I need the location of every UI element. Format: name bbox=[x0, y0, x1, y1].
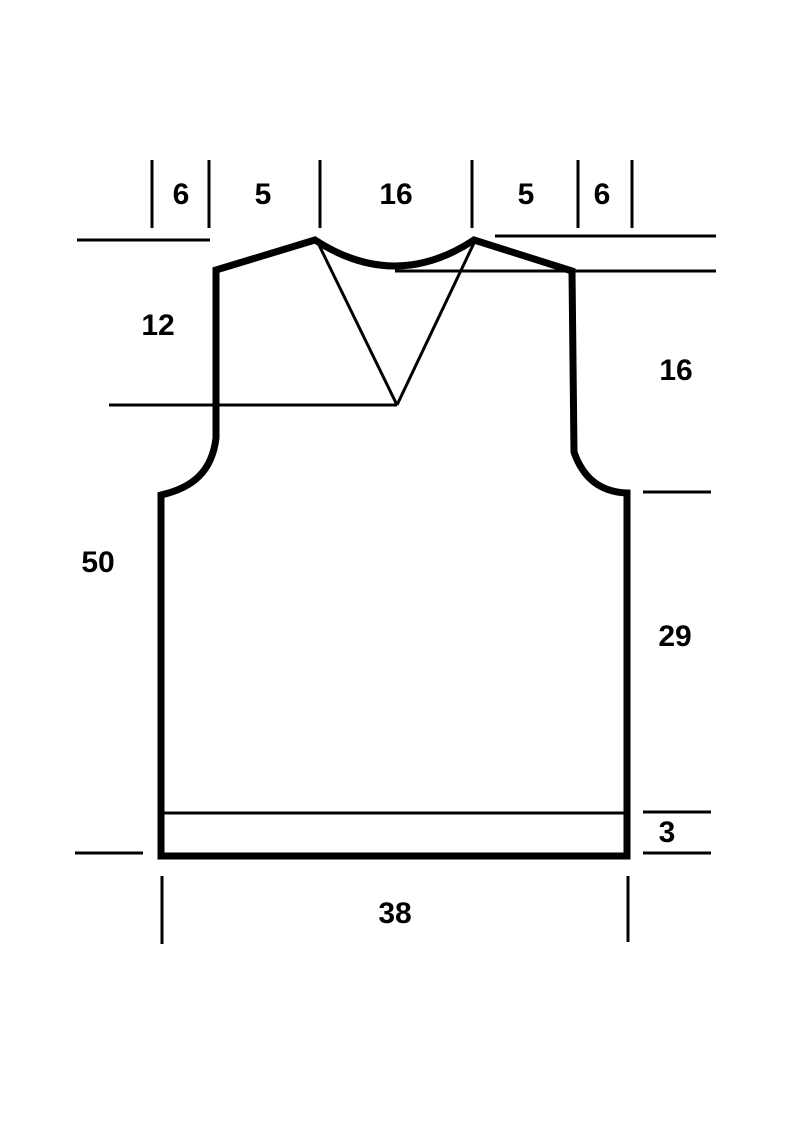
label-shoulder-right-inner: 5 bbox=[518, 178, 535, 211]
label-shoulder-right-outer: 6 bbox=[594, 178, 611, 211]
v-neck-left-line bbox=[316, 242, 399, 406]
label-shoulder-left-outer: 6 bbox=[173, 178, 190, 211]
label-neck-depth: 12 bbox=[141, 309, 174, 342]
label-armhole-height: 16 bbox=[659, 354, 692, 387]
label-total-length: 50 bbox=[81, 546, 114, 579]
vest-outline bbox=[157, 236, 631, 860]
label-side-length: 29 bbox=[658, 620, 691, 653]
label-shoulder-left-inner: 5 bbox=[255, 178, 272, 211]
label-width: 38 bbox=[378, 897, 411, 930]
label-rib-height: 3 bbox=[659, 816, 676, 849]
label-neck-width: 16 bbox=[379, 178, 412, 211]
